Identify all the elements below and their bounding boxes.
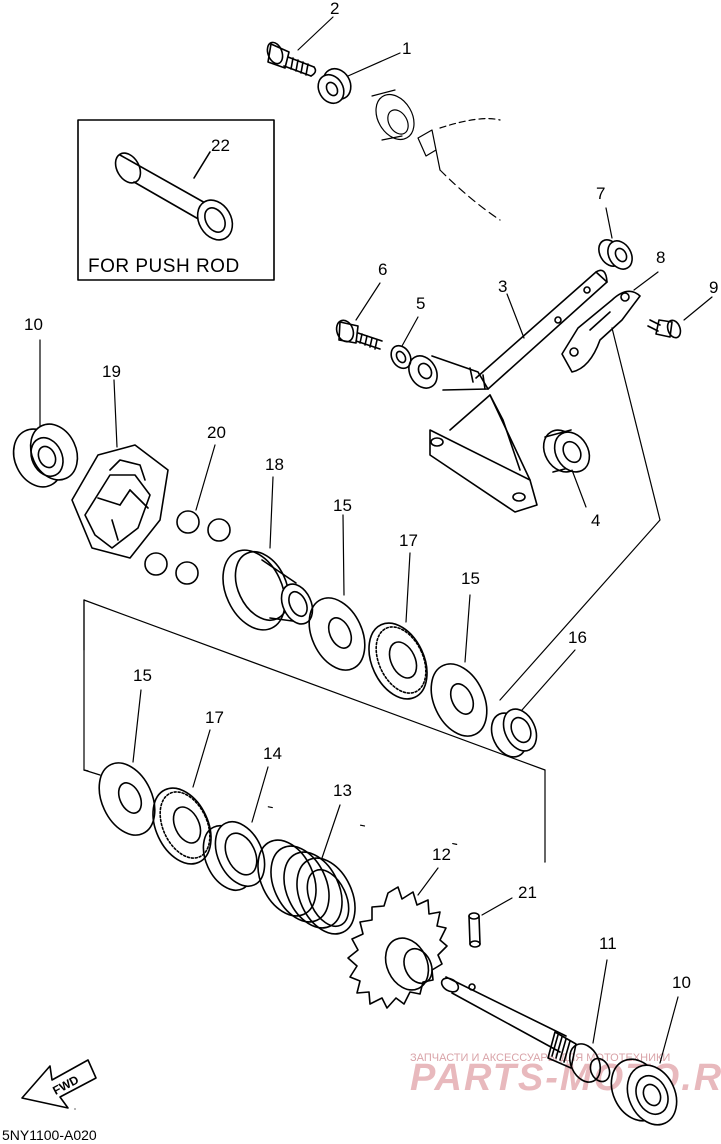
part-18-ratchet-hub[interactable] [211, 540, 319, 640]
callout-22: 22 [211, 136, 230, 155]
callout-1: 1 [402, 39, 411, 58]
part-15-washer-a[interactable] [298, 589, 375, 679]
leader-lines [39, 16, 713, 1110]
callout-19: 19 [102, 362, 121, 381]
callout-15-c: 15 [133, 666, 152, 685]
callout-18: 18 [265, 455, 284, 474]
callout-17-a: 17 [399, 531, 418, 550]
callout-9: 9 [709, 278, 718, 297]
part-7-collar[interactable] [594, 236, 637, 274]
callout-4: 4 [591, 511, 600, 530]
callout-10-right: 10 [672, 973, 691, 992]
part-4-bushing[interactable] [536, 423, 596, 478]
callout-3: 3 [498, 277, 507, 296]
part-17-thrust-bearing-a[interactable] [358, 614, 439, 708]
callout-10-left: 10 [24, 315, 43, 334]
callout-8: 8 [656, 248, 665, 267]
callout-20: 20 [207, 423, 226, 442]
inset-push-rod-box [77, 119, 275, 281]
part-2-bolt[interactable] [265, 40, 317, 77]
part-20-balls[interactable] [144, 510, 231, 585]
callout-12: 12 [432, 845, 451, 864]
fwd-arrow-icon [21, 1059, 97, 1109]
part-1-washer[interactable] [313, 64, 356, 108]
part-3-kick-lever-shaft[interactable] [403, 269, 608, 513]
assembly-lines [83, 327, 661, 863]
callout-16: 16 [568, 628, 587, 647]
callout-6: 6 [378, 260, 387, 279]
callout-7: 7 [596, 184, 605, 203]
inset-label: FOR PUSH ROD [88, 256, 240, 277]
callout-numbers: 2 1 22 7 8 9 6 3 5 10 19 20 18 15 17 4 1… [24, 0, 718, 992]
part-17-thrust-bearing-b[interactable] [142, 779, 223, 873]
part-12-kick-gear[interactable] [347, 886, 448, 1009]
part-16-collar[interactable] [485, 704, 543, 763]
callout-17-b: 17 [205, 708, 224, 727]
part-6-bolt[interactable] [334, 318, 383, 350]
part-21-pin[interactable] [468, 912, 481, 948]
part-19-ratchet-cam[interactable] [71, 444, 169, 559]
callout-15-a: 15 [333, 496, 352, 515]
part-10-bearing-left[interactable] [4, 416, 86, 494]
part-13-torsion-spring[interactable] [247, 831, 367, 943]
callout-15-b: 15 [461, 569, 480, 588]
inset-frame [77, 119, 275, 281]
drawing-code: 5NY1100-A020 [2, 1127, 97, 1143]
part-8-ratchet-guide[interactable] [561, 290, 641, 373]
callout-2: 2 [330, 0, 339, 18]
callout-5: 5 [416, 294, 425, 313]
part-10-bearing-right[interactable] [602, 1051, 686, 1133]
part-15-washer-b[interactable] [420, 655, 497, 745]
cylinder-stub-reference [371, 89, 501, 221]
part-15-washer-c[interactable] [88, 754, 165, 844]
part-9-screw[interactable] [647, 318, 683, 339]
callout-21: 21 [518, 883, 537, 902]
part-22-push-rod[interactable] [110, 149, 239, 247]
callout-14: 14 [263, 744, 282, 763]
part-11-kick-shaft[interactable] [439, 975, 613, 1087]
callout-11: 11 [599, 934, 617, 953]
part-5-washer[interactable] [387, 342, 415, 372]
callout-13: 13 [333, 781, 352, 800]
part-14-spring-guide[interactable] [194, 814, 275, 898]
